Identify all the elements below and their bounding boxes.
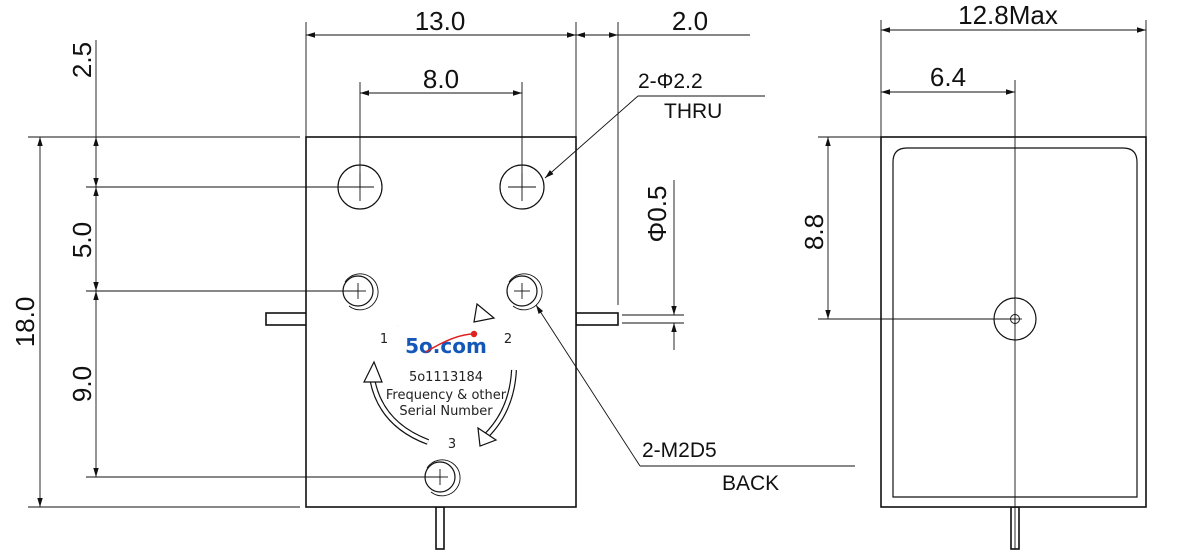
arrow-head-left [363, 360, 383, 383]
label-line-1: Frequency & other [386, 388, 507, 403]
thru-hole-callout: 2-Φ2.2 [638, 70, 703, 93]
dim-mid: 5.0 [67, 222, 97, 258]
dim-top-margin: 2.5 [67, 42, 97, 78]
tapped-hole-leader [535, 304, 641, 467]
arrow-head-top [473, 302, 496, 323]
dim-width: 13.0 [415, 6, 466, 36]
front-view: 1 2 3 5o.com 5o1113184 Frequency & other… [10, 6, 855, 550]
side-body-outline [880, 136, 1147, 508]
thru-hole-leader [544, 95, 639, 179]
dim-pin-height: 8.8 [799, 214, 829, 250]
arrow-head-right [477, 426, 498, 447]
brand-logo: 5o.com [405, 334, 487, 358]
label-line-2: Serial Number [399, 404, 493, 419]
tapped-hole-right [506, 273, 543, 311]
dim-half-depth: 6.4 [930, 62, 966, 92]
front-body-outline [305, 136, 577, 508]
bottom-pin [435, 506, 445, 550]
tapped-hole-note: BACK [722, 472, 779, 495]
thru-hole-note: THRU [664, 100, 722, 123]
dim-tab: 2.0 [672, 6, 708, 36]
tapped-hole-callout: 2-M2D5 [642, 439, 717, 462]
dim-pin-diameter: Φ0.5 [642, 186, 672, 243]
dim-height: 18.0 [10, 297, 40, 348]
side-view: 12.8Max 6.4 8.8 [799, 0, 1147, 550]
port-3-label: 3 [448, 437, 456, 452]
dim-hole-spacing: 8.0 [423, 64, 459, 94]
dim-depth: 12.8Max [958, 0, 1058, 30]
left-tab [265, 312, 309, 326]
part-number: 5o1113184 [409, 370, 483, 385]
port-2-label: 2 [504, 332, 512, 347]
right-tab [575, 312, 619, 326]
logo-swoosh-icon [425, 333, 475, 353]
side-inner-outline [892, 147, 1138, 498]
dim-lower: 9.0 [67, 366, 97, 402]
port-1-label: 1 [380, 332, 388, 347]
circulator-arrows [363, 302, 517, 447]
